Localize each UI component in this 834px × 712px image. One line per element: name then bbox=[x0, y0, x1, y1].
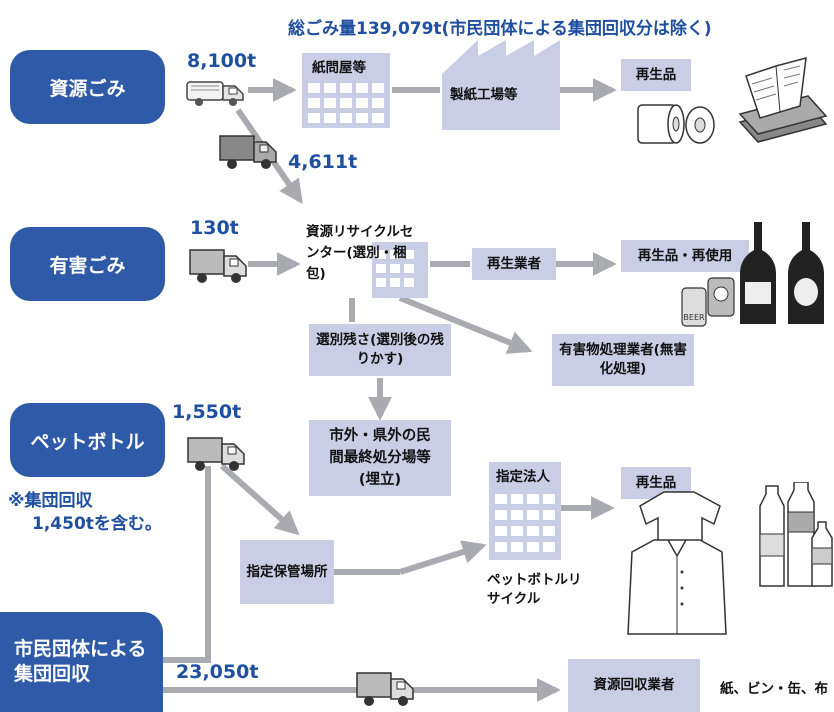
factory-icon bbox=[442, 40, 560, 130]
arrow-center-to-yugai-shori bbox=[398, 295, 533, 354]
qty-yugai: 130t bbox=[190, 217, 239, 239]
source-yugai-label: 有害ごみ bbox=[49, 254, 126, 277]
seishi-label: 製紙工場等 bbox=[450, 87, 518, 103]
kamidonya-label: 紙問屋等 bbox=[312, 60, 366, 76]
shitei-hokan-label: 指定保管場所 bbox=[246, 563, 328, 580]
source-shimin-label: 市民団体による集団回収 bbox=[14, 638, 147, 685]
arrow-hokan-to-hojin bbox=[399, 540, 487, 575]
building-windows-icon bbox=[308, 83, 384, 123]
yugai-shori-box: 有害物処理業者(無害化処理) bbox=[552, 334, 694, 386]
saisei-label-1: 再生品 bbox=[635, 66, 677, 83]
saisei-label-2: 再生品 bbox=[635, 474, 677, 491]
source-pet-bottle: ペットボトル bbox=[10, 403, 165, 477]
svg-text:BEER: BEER bbox=[683, 313, 705, 322]
kaishu-gyosha-box: 資源回収業者 bbox=[568, 659, 700, 712]
recycle-center-windows-icon bbox=[376, 250, 414, 287]
kamidonya-building: 紙問屋等 bbox=[302, 53, 390, 128]
shitei-hojin-windows-icon bbox=[495, 494, 555, 552]
qty-shigen-recycle: 4,611t bbox=[288, 151, 358, 173]
recycle-center-label: 資源リサイクルセンター(選別・梱包) bbox=[306, 224, 414, 282]
wine-bottles-icon bbox=[740, 222, 824, 324]
senbetsu-zansa-box: 選別残さ(選別後の残りかす) bbox=[309, 324, 451, 376]
shitei-hokan-box: 指定保管場所 bbox=[240, 540, 334, 604]
shitei-hojin-label: 指定法人 bbox=[496, 469, 550, 485]
pet-recycle-label: ペットボトルリサイクル bbox=[487, 572, 582, 607]
saisei-gyosha-label: 再生業者 bbox=[487, 255, 541, 272]
toilet-paper-icon bbox=[637, 104, 715, 144]
saishu-shobunjo-box: 市外・県外の民間最終処分場等(埋立) bbox=[309, 420, 451, 496]
beer-cans-icon: BEER bbox=[681, 277, 735, 327]
source-pet-label: ペットボトル bbox=[30, 430, 145, 453]
pet-bottles-icon bbox=[759, 482, 833, 587]
shitei-hojin-building: 指定法人 bbox=[489, 462, 561, 560]
truck-icon bbox=[219, 135, 277, 169]
arrow-pet-to-hokan bbox=[220, 463, 300, 536]
total-waste-title: 総ごみ量139,079t(市民団体による集団回収分は除く) bbox=[288, 19, 712, 39]
senbetsu-zansa-label: 選別残さ(選別後の残りかす) bbox=[316, 332, 444, 367]
note-line1: ※集団回収 bbox=[8, 491, 93, 511]
source-shimin-dantai: 市民団体による集団回収 bbox=[0, 612, 163, 712]
kaishu-gyosha-label: 資源回収業者 bbox=[593, 677, 675, 693]
saisei-saishiyo-box: 再生品・再使用 bbox=[621, 240, 749, 272]
qty-shimin: 23,050t bbox=[176, 661, 259, 683]
truck-icon-shimin bbox=[356, 672, 414, 706]
recycle-center-building bbox=[372, 242, 428, 298]
saisei-gyosha-box: 再生業者 bbox=[472, 248, 556, 280]
newspaper-books-icon bbox=[738, 56, 828, 143]
saisei-box-1: 再生品 bbox=[621, 59, 691, 91]
qty-pet: 1,550t bbox=[172, 401, 242, 423]
source-yugai-gomi: 有害ごみ bbox=[10, 227, 165, 301]
yugai-shori-label: 有害物処理業者(無害化処理) bbox=[559, 342, 687, 377]
qty-shigen: 8,100t bbox=[187, 50, 257, 72]
note-line2: 1,450tを含む。 bbox=[32, 514, 162, 534]
saishu-shobunjo-label: 市外・県外の民間最終処分場等(埋立) bbox=[329, 428, 431, 488]
saisei-saishiyo-label: 再生品・再使用 bbox=[637, 247, 733, 264]
items-label: 紙、ビン・缶、布 bbox=[720, 681, 828, 697]
note-shudan-kaishu: ※集団回収 1,450tを含む。 bbox=[8, 490, 162, 536]
truck-icon-pet bbox=[187, 437, 245, 471]
packer-truck-icon bbox=[186, 81, 244, 106]
source-shigen-label: 資源ごみ bbox=[49, 77, 126, 100]
clothes-icon bbox=[627, 491, 727, 635]
source-shigen-gomi: 資源ごみ bbox=[10, 50, 165, 124]
truck-icon-yugai bbox=[189, 249, 247, 283]
